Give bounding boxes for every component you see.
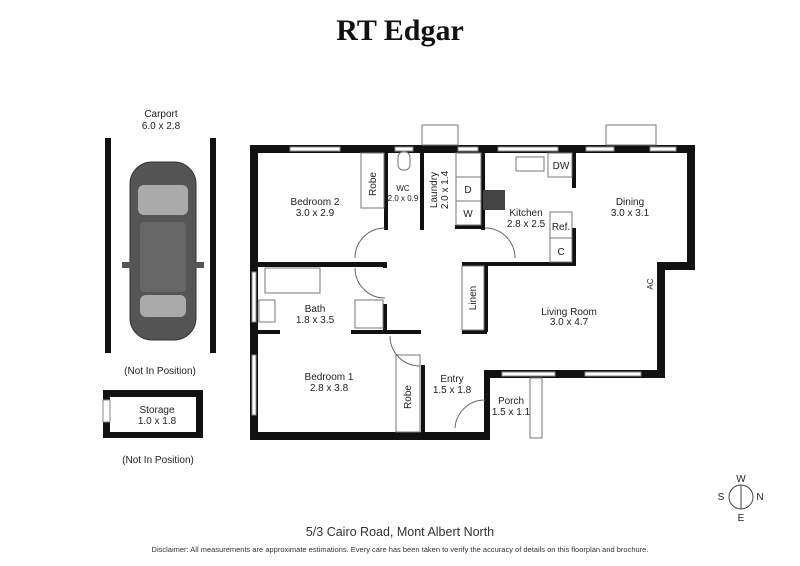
wc-size: 2.0 x 0.9 xyxy=(388,194,419,203)
bedroom1-label: Bedroom 1 xyxy=(305,372,354,383)
living-size: 3.0 x 4.7 xyxy=(550,317,589,328)
laundry-size: 2.0 x 1.4 xyxy=(440,170,451,209)
bedroom2-label: Bedroom 2 xyxy=(291,197,340,208)
porch-label: Porch xyxy=(498,396,524,407)
compass-icon: W E S N xyxy=(718,474,764,524)
washer-label: W xyxy=(463,209,473,220)
carport-label: Carport xyxy=(144,109,178,120)
bath-label: Bath xyxy=(305,304,326,315)
storage-size: 1.0 x 1.8 xyxy=(138,416,177,427)
svg-text:E: E xyxy=(738,513,745,524)
svg-text:N: N xyxy=(756,492,763,503)
bedroom1-size: 2.8 x 3.8 xyxy=(310,383,349,394)
linen-label: Linen xyxy=(468,286,479,310)
dryer-label: D xyxy=(464,185,471,196)
bath-size: 1.8 x 3.5 xyxy=(296,315,335,326)
disclaimer: Disclaimer: All measurements are approxi… xyxy=(151,545,649,554)
laundry-label: Laundry xyxy=(429,172,440,208)
room-labels: Bedroom 2 3.0 x 2.9 WC 2.0 x 0.9 Laundry… xyxy=(291,161,655,418)
robe-label: Robe xyxy=(368,172,379,196)
carport-note: (Not In Position) xyxy=(124,366,196,377)
kitchen-label: Kitchen xyxy=(509,208,542,219)
property-address: 5/3 Cairo Road, Mont Albert North xyxy=(305,525,495,539)
house-walls xyxy=(250,124,695,440)
kitchen-size: 2.8 x 2.5 xyxy=(507,219,546,230)
storage: Storage 1.0 x 1.8 (Not In Position) xyxy=(102,390,203,466)
carport-size: 6.0 x 2.8 xyxy=(142,121,181,132)
car-icon xyxy=(122,161,204,341)
carport: Carport 6.0 x 2.8 (Not In Position) xyxy=(105,109,216,377)
entry-size: 1.5 x 1.8 xyxy=(433,385,472,396)
bedroom2-size: 3.0 x 2.9 xyxy=(296,208,335,219)
storage-note: (Not In Position) xyxy=(122,455,194,466)
brand-logo: RT Edgar xyxy=(336,14,464,47)
porch-size: 1.5 x 1.1 xyxy=(492,407,531,418)
living-label: Living Room xyxy=(541,307,597,318)
dining-size: 3.0 x 3.1 xyxy=(611,208,650,219)
wc-label: WC xyxy=(396,184,410,193)
storage-label: Storage xyxy=(139,405,174,416)
ac-label: AC xyxy=(646,278,655,289)
fridge-label: Ref. xyxy=(552,222,570,233)
svg-text:S: S xyxy=(718,492,725,503)
dishwasher-label: DW xyxy=(553,161,570,172)
robe-label: Robe xyxy=(403,385,414,409)
cupboard-label: C xyxy=(557,247,564,258)
svg-text:W: W xyxy=(736,474,746,485)
entry-label: Entry xyxy=(440,374,463,385)
dining-label: Dining xyxy=(616,197,644,208)
